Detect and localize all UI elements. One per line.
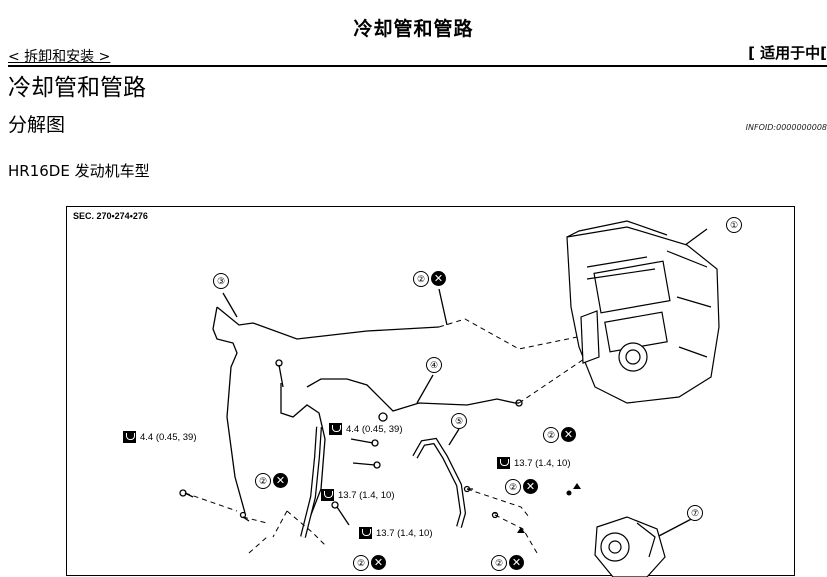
x-mark-icon: ✕ xyxy=(509,555,524,570)
pipe-3 xyxy=(216,306,440,340)
callout-2: ② xyxy=(543,427,559,443)
torque-spec: 13.7 (1.4, 10) xyxy=(497,457,571,469)
callout-2: ② xyxy=(353,555,369,571)
callout-3: ③ xyxy=(213,273,229,289)
exploded-view-diagram: SEC. 270•274•276 ① ③ ② ✕ ④ ⑤ ② ✕ ② ✕ ② ✕… xyxy=(66,206,795,577)
header-divider xyxy=(8,65,827,67)
pipe-4 xyxy=(306,378,516,412)
page-title: 冷却管和管路 xyxy=(353,18,474,40)
applies-to-label: [ 适用于中[ xyxy=(748,44,827,62)
torque-wrench-icon xyxy=(329,423,342,435)
x-mark-icon: ✕ xyxy=(273,473,288,488)
callout-7: ⑦ xyxy=(687,505,703,521)
torque-wrench-icon xyxy=(321,489,334,501)
torque-value: 4.4 (0.45, 39) xyxy=(140,431,197,443)
torque-value: 4.4 (0.45, 39) xyxy=(346,423,403,435)
callout-2: ② xyxy=(505,479,521,495)
section-code-label: SEC. 270•274•276 xyxy=(73,211,148,221)
torque-spec: 4.4 (0.45, 39) xyxy=(329,423,403,435)
torque-wrench-icon xyxy=(123,431,136,443)
callout-1: ① xyxy=(726,217,742,233)
x-mark-icon: ✕ xyxy=(561,427,576,442)
subsection-title: 分解图 xyxy=(8,114,66,136)
callout-2: ② xyxy=(255,473,271,489)
torque-spec: 13.7 (1.4, 10) xyxy=(359,527,433,539)
callout-5: ⑤ xyxy=(451,413,467,429)
torque-wrench-icon xyxy=(497,457,510,469)
x-mark-icon: ✕ xyxy=(431,271,446,286)
x-mark-icon: ✕ xyxy=(523,479,538,494)
torque-value: 13.7 (1.4, 10) xyxy=(514,457,571,469)
info-id: INFOID:0000000008 xyxy=(745,123,827,132)
torque-value: 13.7 (1.4, 10) xyxy=(376,527,433,539)
x-mark-icon: ✕ xyxy=(371,555,386,570)
diagram-drawing xyxy=(179,220,720,577)
breadcrumb[interactable]: < 拆卸和安装 > xyxy=(8,49,111,65)
engine-model-label: HR16DE 发动机车型 xyxy=(8,162,150,180)
section-title: 冷却管和管路 xyxy=(8,75,146,101)
torque-spec: 4.4 (0.45, 39) xyxy=(123,431,197,443)
callout-2: ② xyxy=(413,271,429,287)
callout-4: ④ xyxy=(426,357,442,373)
torque-value: 13.7 (1.4, 10) xyxy=(338,489,395,501)
torque-wrench-icon xyxy=(359,527,372,539)
callout-2: ② xyxy=(491,555,507,571)
torque-spec: 13.7 (1.4, 10) xyxy=(321,489,395,501)
